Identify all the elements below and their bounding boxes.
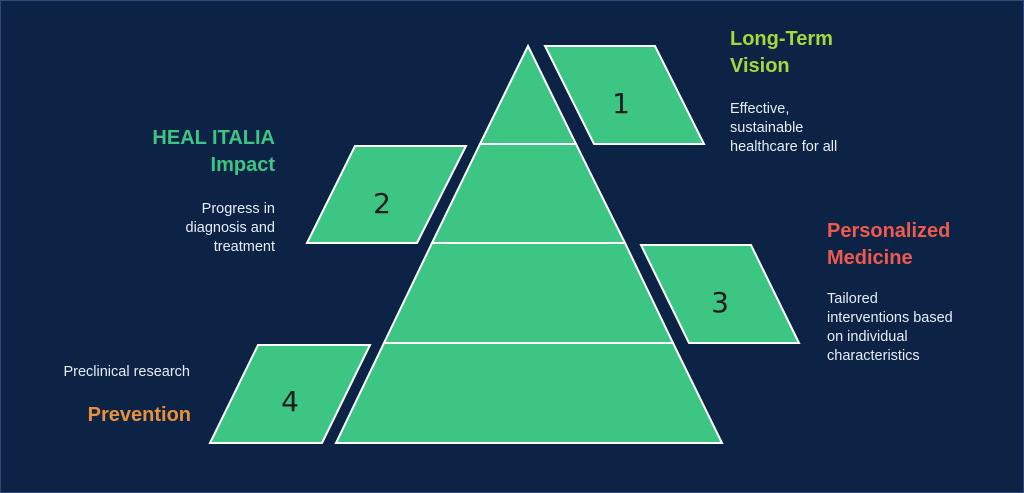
level-1-description: Effective, sustainable healthcare for al…: [730, 101, 838, 155]
pyramid: [334, 43, 724, 444]
level-3-title: Personalized Medicine: [827, 220, 951, 269]
level-1-card: [543, 45, 706, 145]
level-3-number: 3: [711, 286, 729, 319]
level-2-title: HEAL ITALIA Impact: [152, 127, 275, 176]
level-3-description: Tailored interventions based on individu…: [827, 291, 953, 364]
level-2-card: [305, 145, 468, 244]
level-1-title: Long-Term Vision: [730, 28, 833, 77]
level-3-card: [639, 244, 801, 344]
level-4-description: Preclinical research: [63, 364, 190, 380]
level-4-card: [208, 344, 372, 444]
level-2-number: 2: [373, 187, 391, 220]
pyramid-tier-2: [430, 143, 627, 244]
level-4-title: Prevention: [87, 404, 191, 426]
level-4-number: 4: [281, 385, 299, 418]
level-2-description: Progress in diagnosis and treatment: [185, 201, 276, 255]
pyramid-tier-3: [382, 242, 675, 344]
pyramid-tier-4: [334, 342, 724, 444]
level-1-number: 1: [612, 87, 630, 120]
